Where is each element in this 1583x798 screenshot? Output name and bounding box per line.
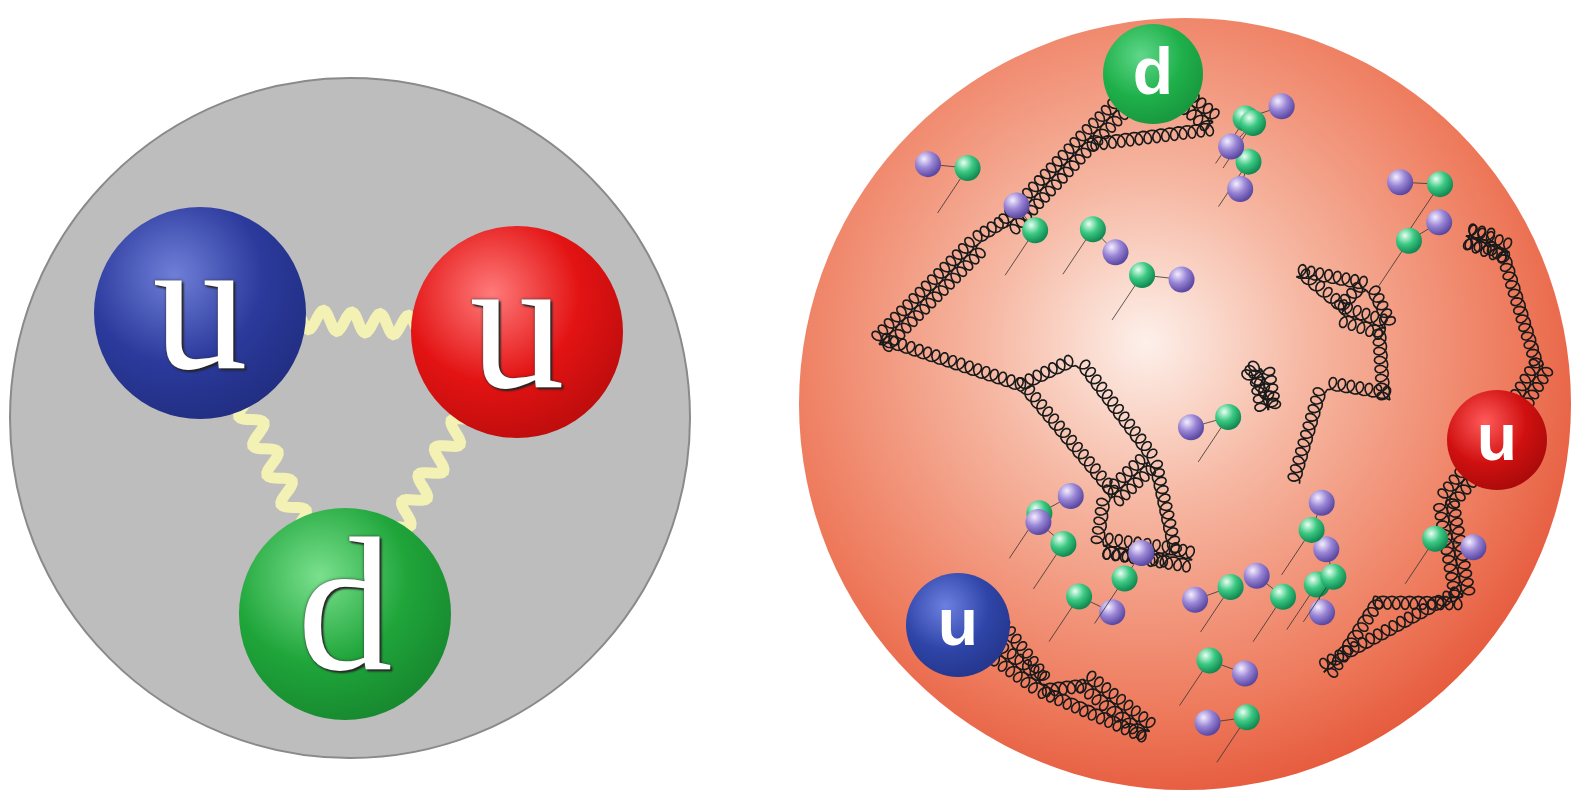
quark-label: d xyxy=(298,510,393,700)
gluon-field xyxy=(872,66,1553,742)
sea-quarks xyxy=(915,93,1486,762)
quark-ball: u xyxy=(1447,390,1547,490)
gluon-coil xyxy=(1261,368,1280,411)
sea-quark xyxy=(1129,262,1155,288)
gluon-coil xyxy=(1006,138,1096,234)
sea-antiquark xyxy=(1387,169,1413,195)
gluon-coil xyxy=(1366,286,1395,328)
sea-antiquark xyxy=(1178,414,1204,440)
sea-quark xyxy=(1422,526,1448,552)
sea-antiquark xyxy=(1309,599,1335,625)
sea-quark xyxy=(955,155,981,181)
quark-label: u xyxy=(938,589,978,655)
quark-label: u xyxy=(1477,404,1517,470)
sea-quark xyxy=(1320,564,1346,590)
sea-antiquark xyxy=(1058,483,1084,509)
quark-label: d xyxy=(1133,38,1173,104)
sea-quark xyxy=(1396,228,1422,254)
sea-antiquark xyxy=(915,151,941,177)
sea-quark xyxy=(1112,565,1138,591)
gluon-coil xyxy=(1288,388,1327,484)
sea-quark xyxy=(1234,704,1260,730)
sea-quark xyxy=(1240,110,1266,136)
gluon-coil xyxy=(1091,498,1110,545)
proton-sphere xyxy=(799,18,1571,790)
gluon-coil xyxy=(872,238,978,345)
sea-quark xyxy=(1050,531,1076,557)
sea-antiquark xyxy=(1025,509,1051,535)
gluon-coil xyxy=(1149,461,1182,555)
sea-antiquark xyxy=(1218,133,1244,159)
sea-quark xyxy=(1299,517,1325,543)
quark-label: u xyxy=(153,209,248,399)
sea-antiquark xyxy=(1269,93,1295,119)
gluon-coil xyxy=(1327,378,1391,400)
quark-ball: u xyxy=(906,573,1010,677)
sea-antiquark xyxy=(1232,661,1258,687)
sea-antiquark xyxy=(1128,540,1154,566)
gluon-coil xyxy=(879,334,1023,392)
sea-antiquark xyxy=(1227,176,1253,202)
gluon-coil xyxy=(1373,328,1390,400)
sea-antiquark xyxy=(1103,239,1129,265)
sea-antiquark xyxy=(1195,710,1221,736)
proton-outline xyxy=(10,78,690,758)
quark-ball: d xyxy=(239,508,451,720)
gluon-coil xyxy=(1296,265,1367,290)
sea-quark xyxy=(1080,216,1106,242)
gluon-coil xyxy=(999,131,1089,227)
sea-antiquark xyxy=(1460,534,1486,560)
gluon-coil xyxy=(879,244,985,351)
sea-antiquark xyxy=(1426,209,1452,235)
gluon-line xyxy=(398,419,464,527)
gluon-coil xyxy=(1076,360,1157,462)
sea-antiquark xyxy=(1244,563,1270,589)
gluon-coil xyxy=(1320,587,1463,672)
gluon-line xyxy=(302,310,415,334)
quark-label: u xyxy=(470,228,565,418)
sea-antiquark xyxy=(1004,192,1030,218)
gluon-coil xyxy=(1465,236,1494,254)
gluon-coil xyxy=(1041,679,1083,697)
sea-quark xyxy=(1270,584,1296,610)
gluon-coil xyxy=(1296,269,1347,314)
gluon-coil xyxy=(1340,314,1386,340)
quark-ball: d xyxy=(1103,24,1203,124)
gluon-coil xyxy=(1498,252,1543,366)
sea-quark xyxy=(1022,217,1048,243)
sea-quark xyxy=(1066,583,1092,609)
gluon-coil xyxy=(1038,684,1149,742)
sea-antiquark xyxy=(1099,599,1125,625)
gluon-coil xyxy=(1083,671,1155,731)
quark-ball: u xyxy=(411,226,623,438)
quark-ball: u xyxy=(94,207,306,419)
gluon-coil xyxy=(1464,236,1510,263)
sea-quark xyxy=(1218,574,1244,600)
sea-antiquark xyxy=(1309,490,1335,516)
sea-quark xyxy=(1197,648,1223,674)
gluon-line xyxy=(239,405,307,522)
sea-quark xyxy=(1215,404,1241,430)
sea-antiquark xyxy=(1169,266,1195,292)
gluon-coil xyxy=(1017,355,1076,391)
sea-antiquark xyxy=(1182,587,1208,613)
sea-quark xyxy=(1427,171,1453,197)
gluon-coil xyxy=(1104,455,1149,499)
